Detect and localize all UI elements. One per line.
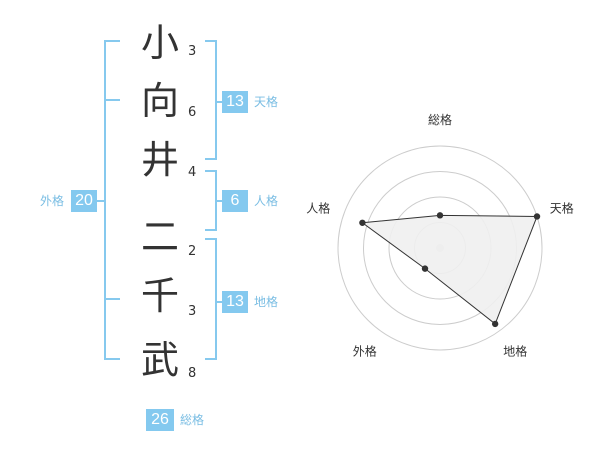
- chikaku-label: 地格: [254, 295, 279, 309]
- radar-axis-label-2: 天格: [550, 200, 574, 215]
- radar-point-3: [491, 320, 499, 328]
- radar-axis-label-4: 外格: [353, 344, 377, 359]
- name-char-1: 小: [140, 21, 179, 65]
- radar-point-5: [359, 219, 366, 226]
- radar-axis-label-5: 人格: [306, 200, 330, 215]
- stroke-count-6: 8: [188, 366, 197, 381]
- soukaku-label: 総格: [180, 413, 205, 427]
- name-char-6: 武: [140, 338, 179, 382]
- stroke-count-5: 3: [188, 304, 197, 319]
- stroke-count-2: 6: [188, 105, 197, 120]
- gaikaku-value-badge: 20: [71, 190, 97, 212]
- tenkaku-value-badge: 13: [222, 91, 248, 113]
- stroke-count-3: 4: [188, 165, 197, 180]
- radar-point-2: [533, 213, 541, 220]
- radar-point-1: [436, 212, 444, 219]
- name-char-2: 向: [140, 79, 179, 123]
- radar-grid-ring: [337, 145, 543, 351]
- stroke-count-1: 3: [188, 44, 197, 59]
- name-char-4: 二: [140, 215, 179, 259]
- radar-axis-label-3: 地格: [503, 344, 527, 359]
- radar-axis-label-1: 総格: [428, 112, 452, 127]
- gaikaku-label: 外格: [40, 194, 65, 208]
- soukaku-value-badge: 26: [146, 409, 174, 431]
- jinkaku-value-badge: 6: [222, 190, 248, 212]
- tenkaku-label: 天格: [254, 95, 279, 109]
- name-char-3: 井: [140, 138, 179, 182]
- radar-data-polygon: [361, 214, 538, 325]
- name-char-5: 千: [140, 274, 179, 318]
- radar-point-4: [421, 265, 429, 272]
- stroke-count-4: 2: [188, 244, 197, 259]
- jinkaku-label: 人格: [254, 194, 279, 208]
- chikaku-value-badge: 13: [222, 291, 248, 313]
